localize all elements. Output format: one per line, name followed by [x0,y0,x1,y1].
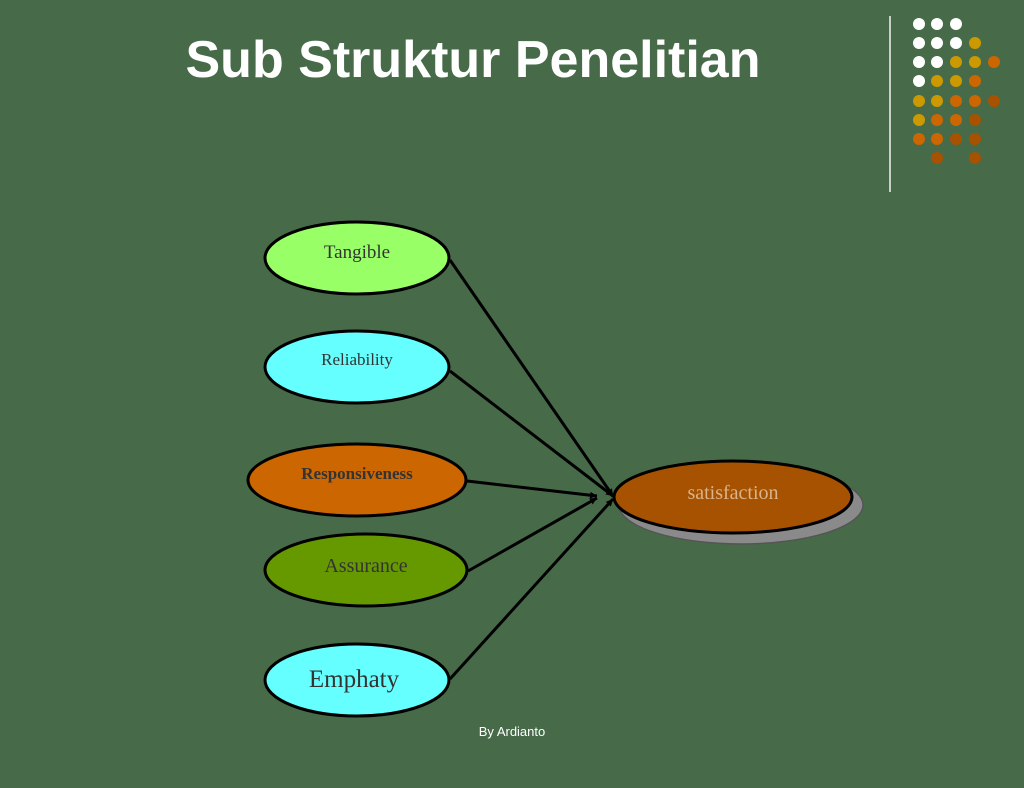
dot [913,18,925,30]
ellipse [263,642,451,718]
dot [931,75,943,87]
arrow-emphaty-to-satisfaction [448,497,615,681]
dot [931,114,943,126]
divider-line [889,16,891,192]
node-responsiveness: Responsiveness [246,442,468,518]
dot [950,37,962,49]
node-emphaty: Emphaty [263,642,451,718]
ellipse [263,220,451,296]
dot [950,114,962,126]
dot [931,95,943,107]
dot [969,152,981,164]
dot [969,56,981,68]
decorative-dot-grid [913,18,1000,164]
dot [950,18,962,30]
dot [950,133,962,145]
dot [913,114,925,126]
arrow-reliability-to-satisfaction [449,369,614,498]
node-satisfaction: satisfaction [612,459,864,545]
ellipse [612,459,854,535]
node-label: Reliability [321,350,393,369]
node-label: Responsiveness [301,464,413,483]
dot [913,75,925,87]
arrows [448,259,615,681]
ellipse [263,532,469,608]
dot [931,133,943,145]
node-reliability: Reliability [263,329,451,405]
dot [913,95,925,107]
dot [969,37,981,49]
dot [931,152,943,164]
node-label: satisfaction [687,482,778,504]
arrow-responsiveness-to-satisfaction [466,479,598,499]
ellipse [263,329,451,405]
dot [950,56,962,68]
dot [931,18,943,30]
dot [988,56,1000,68]
ellipse [246,442,468,518]
dot [969,114,981,126]
node-tangible: Tangible [263,220,451,296]
arrow-tangible-to-satisfaction [448,259,615,497]
arrow-assurance-to-satisfaction [467,496,598,573]
dot [950,95,962,107]
slide-title: Sub Struktur Penelitian [185,31,761,89]
dot [931,37,943,49]
dot [913,56,925,68]
node-label: Tangible [324,242,390,263]
dot [969,133,981,145]
node-label: Assurance [324,555,407,577]
footer-credit: By Ardianto [478,724,546,739]
dot [913,133,925,145]
node-label: Emphaty [309,666,400,693]
dot [969,95,981,107]
node-assurance: Assurance [263,532,469,608]
dot [950,75,962,87]
dot [969,75,981,87]
dot [931,56,943,68]
dot [913,37,925,49]
dot [988,95,1000,107]
